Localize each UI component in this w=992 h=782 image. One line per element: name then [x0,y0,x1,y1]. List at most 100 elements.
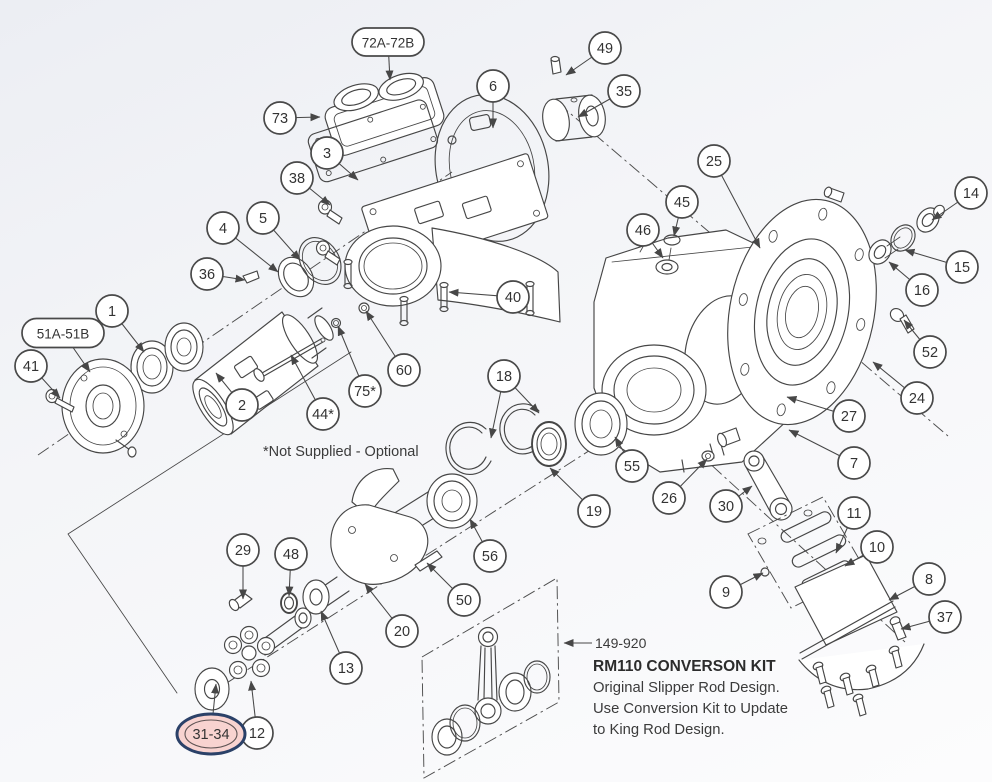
balloon-shape-46 [626,213,660,247]
balloon-shape-60 [387,353,421,387]
annotation-conversion-kit: 149-920 RM110 CONVERSON KIT Original Sli… [563,635,788,738]
balloon-56: 56 [469,518,507,573]
balloon-label-72a-72b: 72A-72B [362,36,415,51]
highlight-ellipse-inner [184,719,238,749]
balloon-12: 12 [240,680,274,750]
balloon-44: 44* [290,354,340,431]
balloon-shape-6 [476,69,510,103]
balloon-label-36: 36 [199,267,215,283]
balloon-24: 24 [872,361,934,415]
balloon-label-7: 7 [850,456,858,472]
balloon-shape-27 [832,399,866,433]
balloon-75: 75* [337,325,382,408]
balloon-shape-73 [263,101,297,135]
balloon-46: 46 [626,213,664,259]
balloon-label-75: 75* [354,384,376,400]
balloon-shape-75 [348,374,382,408]
balloon-shape-1 [95,294,129,328]
balloon-14: 14 [931,176,988,221]
balloon-label-44: 44* [312,407,334,423]
balloon-shape-50 [447,583,481,617]
balloon-2: 2 [215,372,259,422]
balloon-shape-26 [652,481,686,515]
balloon-49: 49 [565,31,622,76]
balloon-72a-72b: 72A-72B [351,27,425,81]
balloon-label-18: 18 [496,369,512,385]
balloon-label-27: 27 [841,409,857,425]
balloon-label-19: 19 [586,504,602,520]
balloon-40: 40 [448,280,530,314]
balloon-8: 8 [888,562,946,601]
balloon-shape-25 [697,144,731,178]
balloon-label-52: 52 [922,345,938,361]
balloon-shape-16 [905,273,939,307]
balloon-shape-4 [206,211,240,245]
balloon-shape-41 [14,349,48,383]
balloon-45: 45 [665,185,699,237]
balloon-30: 30 [709,485,753,523]
balloon-shape-9 [709,575,743,609]
balloon-shape-72a-72b [351,27,425,57]
kit-line-2: Use Conversion Kit to Update [593,701,788,717]
balloon-shape-55 [615,449,649,483]
balloon-label-48: 48 [283,547,299,563]
balloon-label-2: 2 [238,398,246,414]
balloon-shape-30 [709,489,743,523]
balloon-label-4: 4 [219,221,227,237]
balloon-label-8: 8 [925,572,933,588]
balloon-label-29: 29 [235,543,251,559]
balloon-73: 73 [263,101,321,135]
balloon-shape-20 [385,614,419,648]
balloon-shape-44 [306,397,340,431]
balloon-label-60: 60 [396,363,412,379]
balloon-11: 11 [835,496,871,554]
balloon-6: 6 [476,69,510,129]
balloon-9: 9 [709,572,764,609]
balloon-label-40: 40 [505,290,521,306]
balloon-label-45: 45 [674,195,690,211]
part-set-screw-49 [550,55,562,75]
part-crankshaft-group-20-50-56-13-48-29 [228,468,478,615]
balloon-7: 7 [788,429,871,480]
balloon-shape-11 [837,496,871,530]
kit-title-text: RM110 CONVERSON KIT [593,658,776,675]
balloon-25: 25 [697,144,761,249]
part-mounting-flange-24-25 [727,198,877,426]
balloon-shape-8 [912,562,946,596]
balloon-label-13: 13 [338,661,354,677]
balloon-shape-13 [329,651,363,685]
highlighted-balloon-label: 31-34 [192,727,229,743]
balloon-label-20: 20 [394,624,410,640]
balloon-shape-35 [607,74,641,108]
balloon-shape-19 [577,494,611,528]
part-snap-rings-and-bearing-18-19-55 [445,392,628,475]
optional-note-text: *Not Supplied - Optional [263,444,419,460]
part-sump-8-37 [794,554,925,717]
balloon-50: 50 [426,562,481,617]
balloon-16: 16 [888,261,939,307]
balloon-shape-51a-51b [21,317,105,349]
balloon-1: 1 [95,294,145,353]
balloon-5: 5 [246,201,301,261]
balloon-label-12: 12 [249,726,265,742]
balloon-shape-14 [954,176,988,210]
balloon-shape-5 [246,201,280,235]
balloon-shape-45 [665,185,699,219]
balloon-shape-48 [274,537,308,571]
balloon-shape-2 [225,388,259,422]
highlighted-balloon-31-34: 31-34 [175,683,247,756]
balloon-label-50: 50 [456,593,472,609]
balloon-label-46: 46 [635,223,651,239]
balloon-shape-24 [900,381,934,415]
balloon-shape-15 [945,250,979,284]
balloon-shape-40 [496,280,530,314]
balloon-15: 15 [904,248,979,284]
balloon-label-26: 26 [661,491,677,507]
balloon-shape-37 [928,600,962,634]
balloon-shape-38 [280,161,314,195]
part-shaft-collar-35 [542,94,606,142]
balloon-shape-36 [190,257,224,291]
part-slipper-rod-30-and-plug-26 [701,427,793,521]
balloon-label-38: 38 [289,171,305,187]
